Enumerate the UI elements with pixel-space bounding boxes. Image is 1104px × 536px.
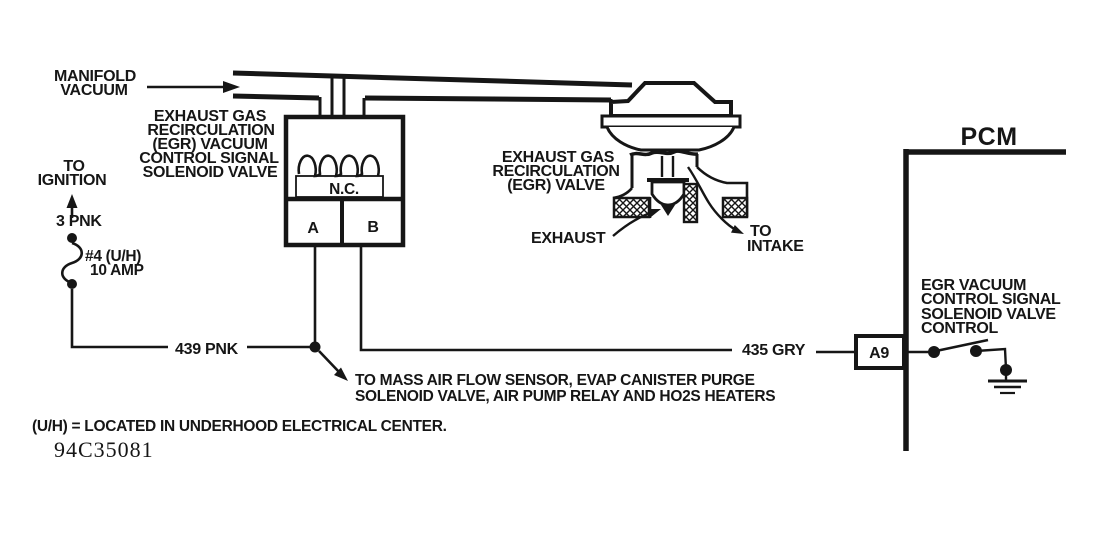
manifold-vacuum-arrowhead-icon (223, 81, 240, 93)
exhaust-label: EXHAUST (531, 230, 606, 247)
egr-valve-name-line3: (EGR) VALVE (507, 177, 605, 194)
switch-contact-left (928, 346, 940, 358)
notes: TO MASS AIR FLOW SENSOR, EVAP CANISTER P… (32, 372, 776, 462)
egr-valve-flange (600, 114, 742, 129)
intake-flow-arrowhead-icon (731, 225, 744, 234)
to-intake-label-line2: INTAKE (747, 238, 804, 255)
solenoid-name-line1: EXHAUST GAS (154, 108, 267, 125)
pcm-function-line4: CONTROL (921, 320, 999, 337)
egr-valve-name-line2: RECIRCULATION (492, 163, 619, 180)
to-ignition-label-line1: TO (63, 158, 84, 175)
driver-switch-blade (935, 338, 989, 353)
wire-3-pnk-label: 3 PNK (56, 213, 102, 230)
wire-435-gry-label: 435 GRY (742, 342, 806, 359)
to-ignition-arrowhead-icon (66, 194, 78, 208)
egr-center-tube (682, 182, 699, 224)
to-ignition-label-line2: IGNITION (38, 172, 107, 189)
pcm-function-line2: CONTROL SIGNAL (921, 291, 1061, 308)
terminal-a-label: A (307, 220, 319, 237)
egr-valve-cap (609, 81, 733, 118)
solenoid-name-line5: SOLENOID VALVE (143, 164, 278, 181)
intake-flow-arrow-shaft (687, 166, 737, 232)
branch-note-line2: SOLENOID VALVE, AIR PUMP RELAY AND HO2S … (355, 388, 775, 405)
footnote-label: (U/H) = LOCATED IN UNDERHOOD ELECTRICAL … (32, 418, 447, 435)
vacuum-hose-top-wall (232, 70, 633, 88)
manifold-vacuum-label-line2: VACUUM (60, 82, 127, 99)
exhaust-flow-arrowhead-icon (648, 209, 661, 217)
wire-439-left-segment (70, 289, 168, 349)
egr-pintle-cup (650, 180, 686, 207)
solenoid-name-line2: RECIRCULATION (147, 122, 274, 139)
branch-arrow-shaft (318, 350, 341, 374)
egr-valve-name-line1: EXHAUST GAS (502, 149, 615, 166)
branch-arrowhead-icon (334, 367, 348, 381)
solenoid-coil-icon (297, 154, 381, 178)
egr-right-port-wall (721, 196, 749, 219)
splice-junction (309, 341, 321, 353)
pcm-function-line1: EGR VACUUM (921, 277, 1026, 294)
fuse-bottom-terminal (67, 279, 77, 289)
pcm-module: PCM EGR VACUUM CONTROL SIGNAL SOLENOID V… (854, 123, 1066, 451)
manifold-vacuum-label-line1: MANIFOLD (54, 68, 136, 85)
pcm-label: PCM (960, 123, 1017, 151)
branch-note-line1: TO MASS AIR FLOW SENSOR, EVAP CANISTER P… (355, 372, 755, 389)
terminal-b-wire (359, 245, 732, 352)
terminal-b-label: B (367, 219, 378, 236)
fuse-element-icon (60, 241, 84, 285)
solenoid-name-line4: CONTROL SIGNAL (139, 150, 279, 167)
vacuum-hose-bottom-wall-left (232, 93, 320, 101)
manifold-vacuum-supply: MANIFOLD VACUUM (54, 68, 633, 117)
egr-left-port-wall (612, 196, 651, 219)
solenoid-nc-label: N.C. (329, 181, 359, 198)
wire-435-gry-circuit: 435 GRY (359, 245, 856, 359)
solenoid-name-line3: (EGR) VACUUM (152, 136, 267, 153)
wire-439-pnk-label: 439 PNK (175, 341, 239, 358)
egr-valve: EXHAUST GAS RECIRCULATION (EGR) VALVE EX… (492, 81, 804, 255)
ground-symbol-icon (988, 370, 1027, 395)
fuse-label-line1: #4 (U/H) (85, 248, 141, 265)
document-number: 94C35081 (54, 437, 154, 462)
egr-valve-body-top (629, 149, 699, 157)
fuse-label-line2: 10 AMP (90, 262, 144, 279)
egr-vacuum-solenoid-valve: EXHAUST GAS RECIRCULATION (EGR) VACUUM C… (139, 76, 406, 248)
ignition-feed-circuit: TO IGNITION 3 PNK #4 (U/H) 10 AMP 439 PN… (38, 158, 348, 381)
switch-to-ground-wire (975, 347, 1008, 370)
pcm-function-line3: SOLENOID VALVE (921, 306, 1056, 323)
egr-right-passage-outline (696, 166, 749, 217)
egr-valve-dome (605, 126, 736, 152)
fuse-top-terminal (67, 233, 77, 243)
egr-pintle-tip (661, 205, 675, 216)
to-intake-label-line1: TO (750, 223, 771, 240)
pcm-pin-a9-label: A9 (869, 345, 889, 362)
vacuum-hose-bottom-wall-right (364, 95, 612, 103)
